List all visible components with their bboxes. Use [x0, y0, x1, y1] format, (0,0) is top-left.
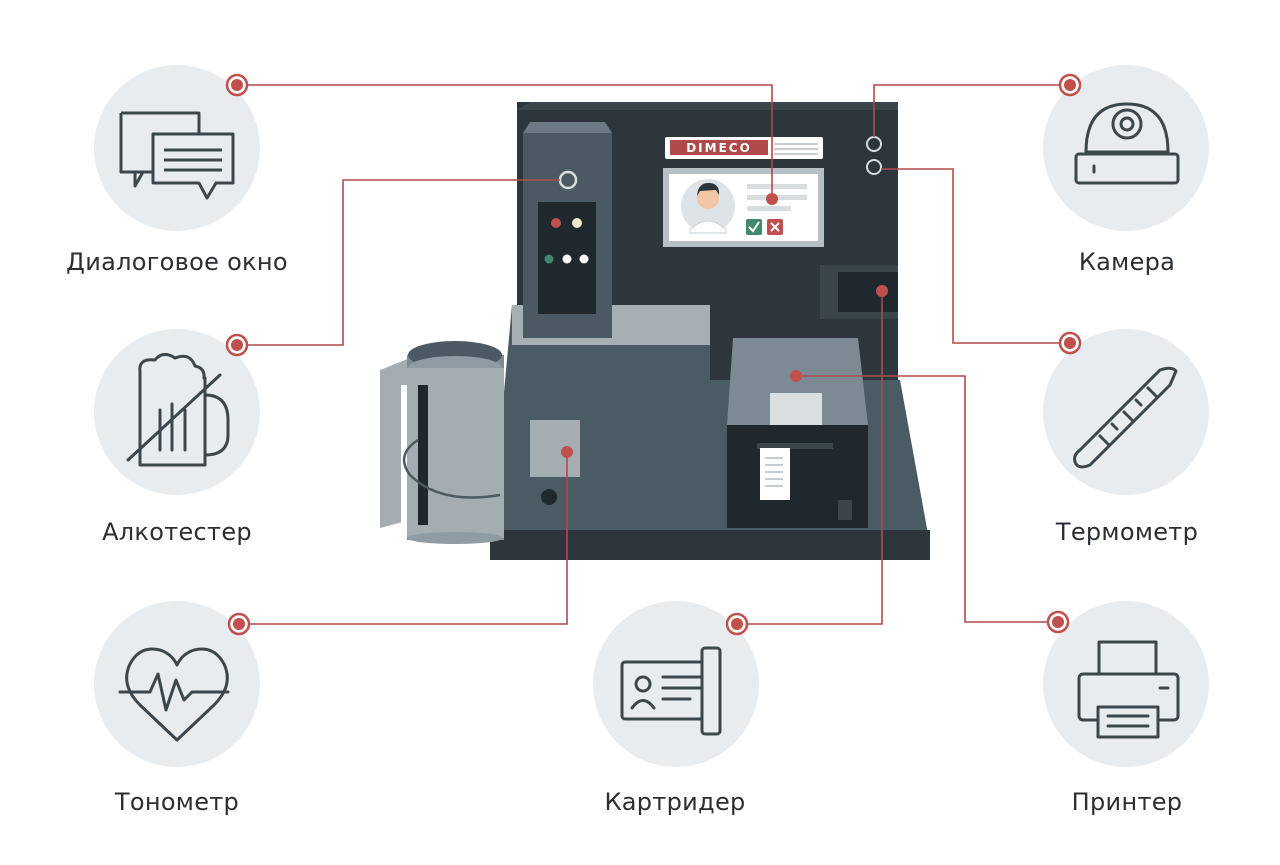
feature-dialog-dot-core — [231, 79, 243, 91]
indicator-red — [551, 218, 561, 228]
indicator-cream — [572, 218, 582, 228]
brand-line-1 — [774, 143, 818, 145]
label-cardreader: Картридер — [604, 788, 746, 816]
brand-logo-text: DIMECO — [686, 141, 752, 155]
printer-slot — [757, 443, 833, 449]
connector-printer — [796, 375, 1058, 623]
dome-camera-icon — [1074, 102, 1180, 185]
kiosk-tower-top — [523, 122, 612, 133]
printer-button — [838, 500, 852, 520]
connector-cardreader — [737, 291, 883, 625]
tonometer-pad — [530, 420, 580, 477]
screen-text-line-3 — [747, 206, 791, 211]
feature-camera-circle — [1043, 65, 1209, 231]
card-reader-slot-inner — [838, 272, 898, 312]
label-thermometer: Термометр — [1055, 518, 1199, 546]
beer-mug-crossed-icon — [126, 353, 230, 467]
endpoint-printer — [790, 370, 802, 382]
screen-check-icon — [746, 219, 762, 235]
connector-tonometer — [239, 452, 568, 625]
connector-camera — [873, 84, 1070, 137]
doctor-avatar — [681, 179, 735, 234]
indicator-white-1 — [562, 254, 572, 264]
printer-receipt — [760, 448, 790, 500]
indicator-white-2 — [579, 254, 589, 264]
medical-kiosk-machine: DIMECO — [380, 102, 930, 560]
endpoint-cardreader — [876, 285, 888, 297]
feature-printer — [1043, 601, 1209, 767]
feature-tonometer — [94, 601, 260, 767]
feature-dialog — [94, 65, 260, 231]
kiosk-back-panel-top — [517, 102, 898, 110]
label-alcotester: Алкотестер — [102, 518, 252, 546]
receipt-line-5 — [765, 485, 783, 487]
brand-line-3 — [774, 153, 818, 155]
connector-lines — [237, 84, 1070, 625]
kiosk-base-front — [490, 530, 930, 560]
label-tonometer: Тонометр — [114, 788, 240, 816]
feature-printer-dot-core — [1052, 616, 1064, 628]
feature-thermometer-dot-core — [1064, 337, 1076, 349]
feature-camera — [1043, 65, 1209, 231]
tonometer-button — [541, 489, 557, 505]
screen-text-line-1 — [747, 184, 807, 189]
connector-alcotester — [237, 179, 560, 346]
thermometer-icon — [1073, 366, 1178, 469]
feature-alcotester-dot-core — [231, 339, 243, 351]
id-card-reader-icon — [620, 646, 722, 736]
connector-endpoints — [561, 193, 888, 458]
printer-icon — [1077, 640, 1180, 739]
receipt-line-4 — [765, 478, 783, 480]
feature-thermometer — [1043, 329, 1209, 495]
feature-cardreader-dot-core — [731, 618, 743, 630]
brand-line-2 — [774, 148, 818, 150]
receipt-line-1 — [765, 457, 783, 459]
heart-pulse-icon — [118, 647, 230, 742]
receipt-line-3 — [765, 471, 783, 473]
endpoint-tonometer — [561, 446, 573, 458]
feature-tonometer-dot-core — [233, 618, 245, 630]
connector-thermometer — [881, 168, 1070, 344]
label-dialog: Диалоговое окно — [66, 248, 288, 276]
receipt-line-2 — [765, 464, 783, 466]
chat-bubbles-icon — [119, 111, 235, 200]
label-camera: Камера — [1078, 248, 1176, 276]
indicator-green — [544, 254, 554, 264]
blood-pressure-cuff — [380, 341, 504, 544]
printer-paper-top — [770, 393, 822, 425]
thermometer-sensor-port — [866, 159, 882, 175]
screen-cross-icon — [767, 219, 783, 235]
brand-logo-box — [670, 140, 768, 155]
connector-dialog — [237, 84, 773, 199]
feature-cardreader — [593, 601, 759, 767]
endpoint-screen — [766, 193, 778, 205]
label-printer: Принтер — [1071, 788, 1183, 816]
feature-camera-dot-core — [1064, 79, 1076, 91]
feature-alcotester — [94, 329, 260, 495]
